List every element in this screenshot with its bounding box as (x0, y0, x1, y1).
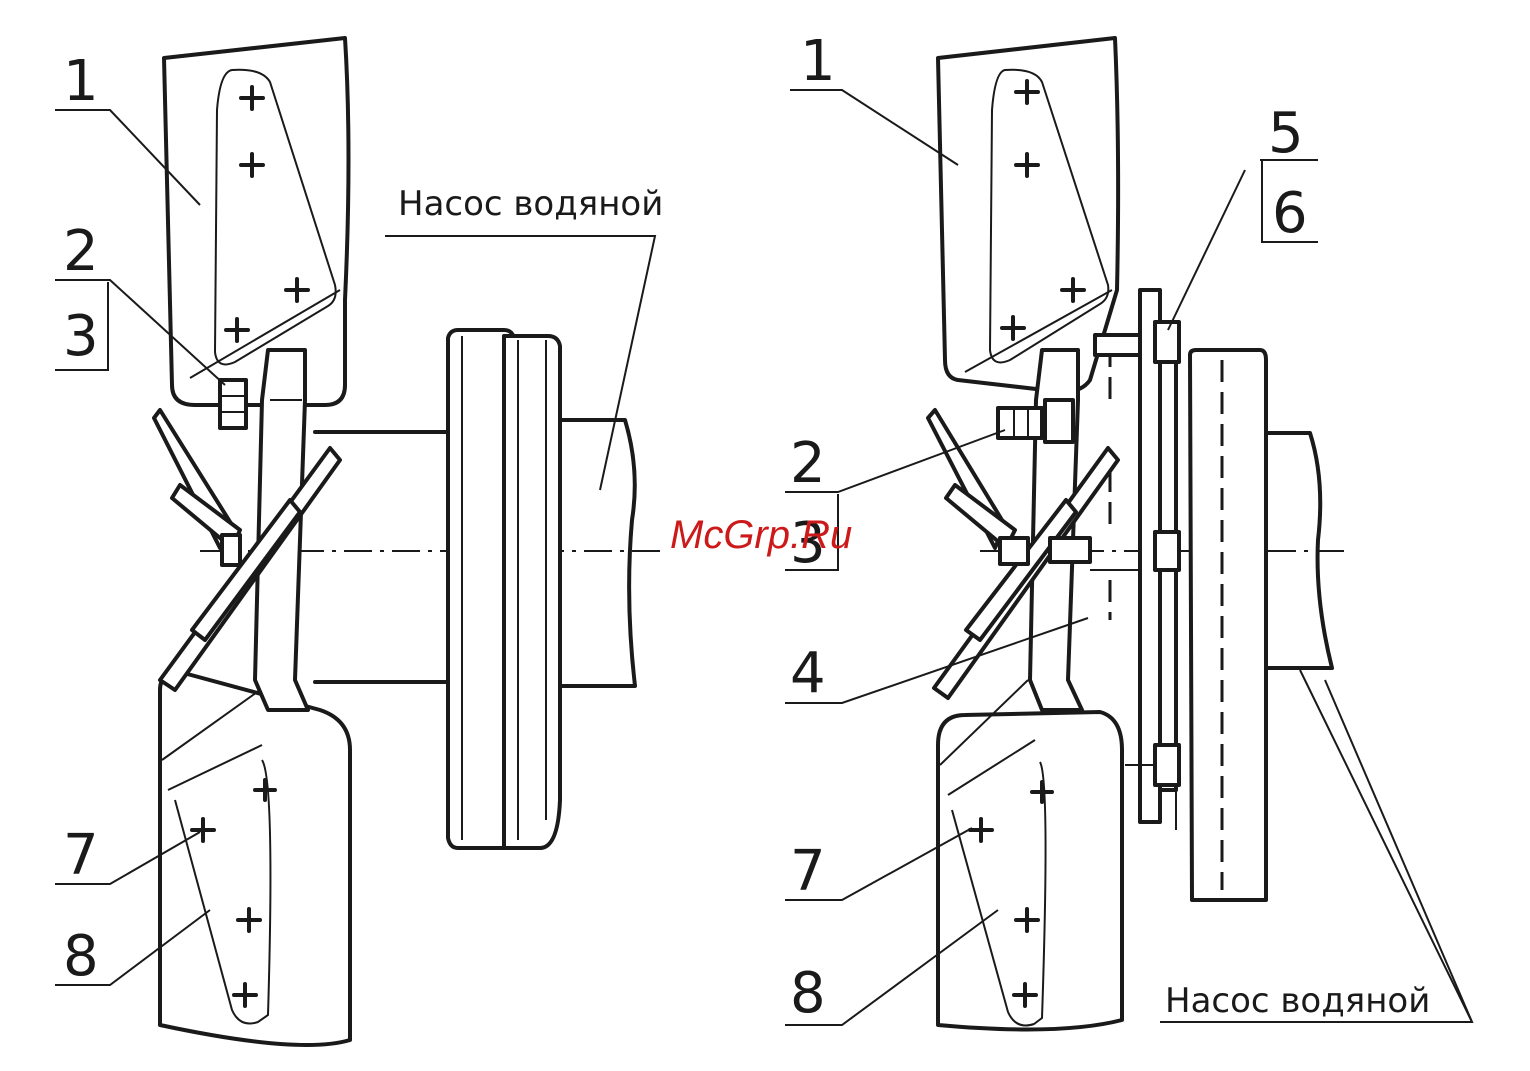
left-fan-blade-upper (164, 38, 349, 405)
right-fan-blade-lower (938, 680, 1122, 1029)
right-pump-label: Насос водяной (1165, 981, 1430, 1021)
watermark: McGrp.Ru (670, 513, 852, 557)
right-callout-7: 7 (790, 839, 826, 904)
left-bolt (220, 380, 246, 565)
right-callout-6: 6 (1272, 181, 1308, 246)
left-callout-1: 1 (63, 49, 99, 114)
right-callout-2: 2 (790, 431, 826, 496)
right-pump-pulley (1176, 350, 1266, 900)
left-callout-8: 8 (63, 924, 99, 989)
left-pump-label: Насос водяной (398, 184, 663, 224)
right-callout-1: 1 (800, 29, 836, 94)
left-callout-3: 3 (63, 304, 99, 369)
left-labels: 1 2 3 7 8 Насос водяной (63, 49, 663, 989)
right-callout-8: 8 (790, 961, 826, 1026)
right-callout-4: 4 (790, 641, 826, 706)
left-callout-2: 2 (63, 219, 99, 284)
right-view: 1 5 6 2 3 4 7 8 Насос водяной (785, 29, 1472, 1029)
left-pump-pulley (448, 330, 560, 848)
left-view: 1 2 3 7 8 Насос водяной (55, 38, 665, 1045)
left-fan-blade-lower (160, 672, 350, 1045)
right-callout-5: 5 (1268, 101, 1304, 166)
right-leader-lines (785, 90, 1472, 1025)
left-leader-lines (55, 110, 655, 985)
left-callout-7: 7 (63, 823, 99, 888)
right-fan-blade-upper (938, 38, 1118, 392)
